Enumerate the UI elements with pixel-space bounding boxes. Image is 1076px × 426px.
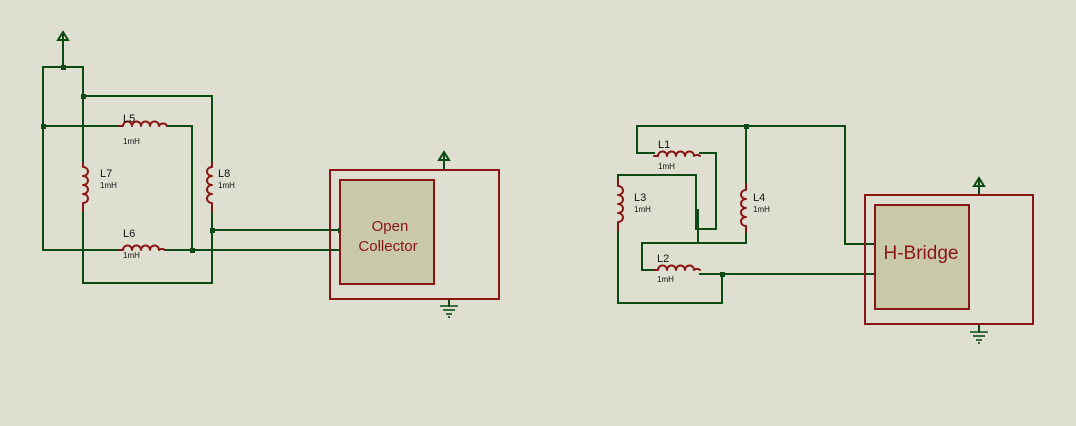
inductor-value: 1mH (100, 181, 117, 190)
power-terminal-icon (972, 176, 986, 187)
power-terminal-icon (56, 30, 70, 41)
ground-icon (440, 305, 458, 318)
inductor-l1[interactable]: L1 1mH (653, 139, 701, 171)
right-wires (617, 124, 980, 333)
block-label-line2: Collector (358, 238, 417, 255)
inductor-label: L6 (123, 228, 135, 240)
inductor-l8[interactable]: L8 1mH (206, 162, 235, 212)
inductor-label: L2 (657, 253, 669, 265)
inductor-value: 1mH (218, 181, 235, 190)
inductor-value: 1mH (657, 275, 674, 284)
inductor-l6[interactable]: L6 1mH (118, 228, 166, 260)
inductor-label: L3 (634, 192, 646, 204)
inductor-label: L7 (100, 168, 112, 180)
inductor-value: 1mH (753, 205, 770, 214)
inductor-l4[interactable]: L4 1mH (740, 183, 770, 233)
inductor-value: 1mH (123, 251, 140, 260)
inductor-label: L8 (218, 168, 230, 180)
h-bridge-block[interactable]: H-Bridge (864, 194, 1034, 325)
left-circuit: L5 1mH L6 1mH L7 1mH L8 1mH Open Collect… (41, 30, 500, 318)
inductor-label: L1 (658, 139, 670, 151)
inductor-l3[interactable]: L3 1mH (617, 179, 651, 231)
open-collector-block[interactable]: Open Collector (329, 169, 500, 300)
block-label-line1: Open (372, 218, 409, 235)
inductor-l2[interactable]: L2 1mH (653, 253, 701, 284)
inductor-l5[interactable]: L5 1mH (118, 113, 168, 146)
inductor-l7[interactable]: L7 1mH (82, 162, 117, 212)
inductor-label: L5 (123, 113, 135, 125)
inductor-value: 1mH (634, 205, 651, 214)
inductor-value: 1mH (658, 162, 675, 171)
inductor-value: 1mH (123, 137, 140, 146)
ground-icon (970, 331, 988, 344)
power-terminal-icon (437, 150, 451, 161)
inductor-label: L4 (753, 192, 765, 204)
right-circuit: L1 1mH L2 1mH L3 1mH L4 1mH H-Bridge (617, 124, 1034, 344)
block-label: H-Bridge (884, 243, 959, 264)
